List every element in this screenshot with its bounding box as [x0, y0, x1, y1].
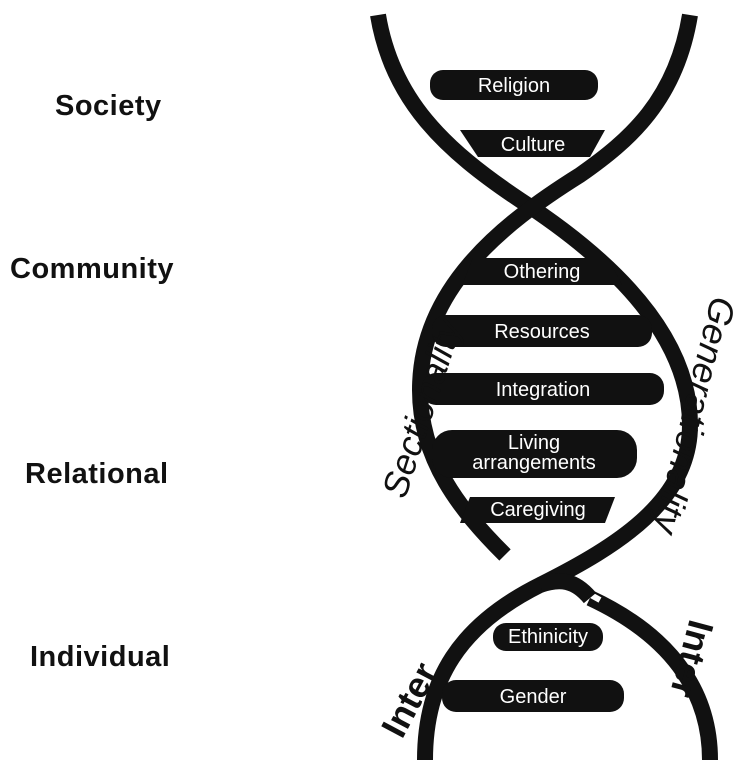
level-individual: Individual — [30, 641, 171, 673]
rung-religion — [430, 70, 598, 100]
rung-othering — [462, 258, 622, 285]
label-living: Living — [508, 432, 560, 454]
rung-ethnicity — [493, 623, 603, 651]
rung-resources — [432, 315, 652, 347]
level-community: Community — [10, 253, 174, 285]
rung-living-arrangements — [432, 430, 637, 478]
label-ethnicity: Ethinicity — [508, 626, 588, 648]
label-resources: Resources — [494, 321, 590, 343]
helix-strand-b-upper — [411, 13, 698, 561]
label-othering: Othering — [504, 261, 581, 283]
level-relational: Relational — [25, 458, 169, 490]
label-religion: Religion — [478, 75, 550, 97]
label-culture: Culture — [501, 134, 565, 156]
helix-strand-a — [370, 13, 699, 760]
label-arrangements: arrangements — [472, 452, 595, 474]
rung-gender — [442, 680, 624, 712]
label-caregiving: Caregiving — [490, 499, 586, 521]
level-society: Society — [55, 90, 162, 122]
rung-caregiving — [460, 497, 615, 523]
label-integration: Integration — [496, 379, 591, 401]
rung-integration — [422, 373, 664, 405]
label-gender: Gender — [500, 686, 567, 708]
strand-label-inter-right: Inter — [662, 616, 722, 702]
rung-culture — [460, 130, 605, 157]
helix-strand-b-lower — [586, 590, 718, 760]
